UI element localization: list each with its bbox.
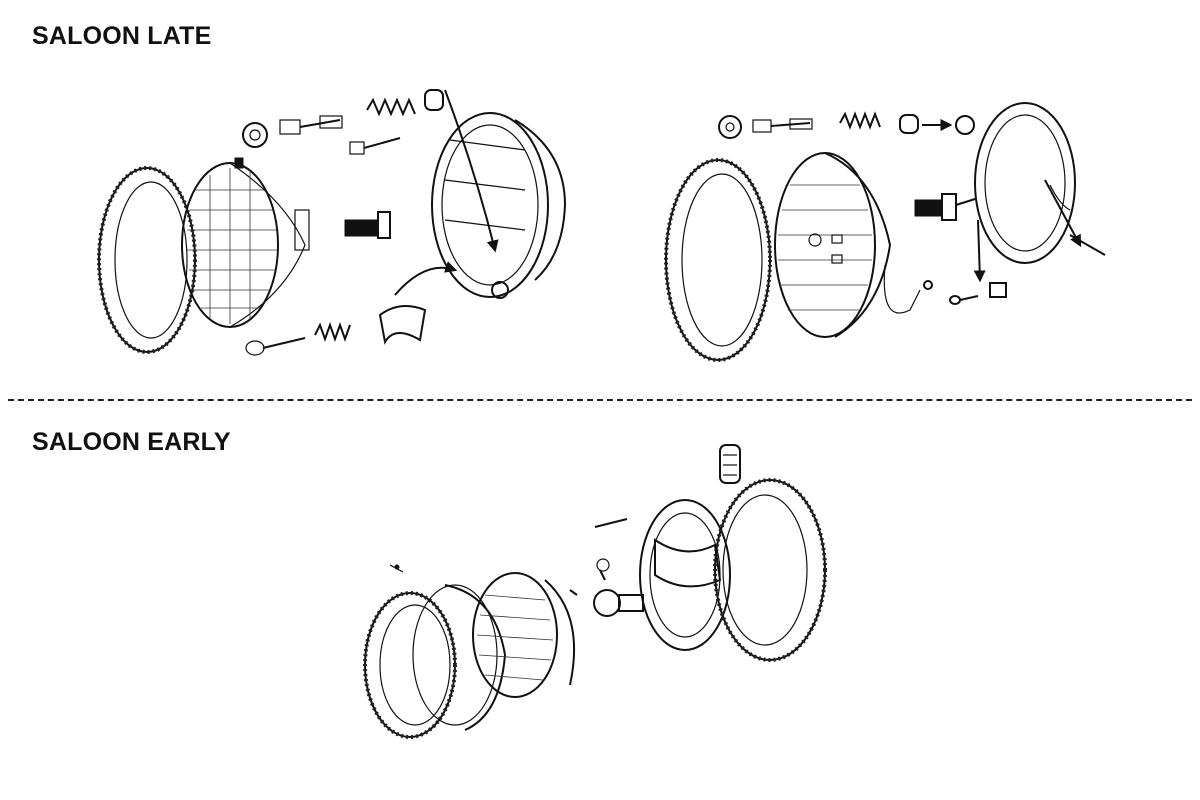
- lens-reflector-icon: [472, 572, 578, 698]
- lens-unit-icon: [774, 152, 933, 338]
- outer-bezel-icon: [363, 564, 507, 739]
- mounting-ring-icon: [955, 102, 1106, 283]
- adjuster-spring-top-icon: [718, 111, 953, 139]
- connector-plug-icon: [914, 193, 976, 221]
- mounting-shell-icon: [639, 444, 827, 662]
- adjuster-spring-top-icon: [242, 89, 444, 148]
- adjusting-screw-icon: [349, 137, 401, 155]
- exploded-headlamp-early-icon: [363, 444, 827, 739]
- bezel-rim-icon: [664, 158, 772, 362]
- exploded-headlamp-late-right-icon: [664, 102, 1106, 362]
- mounting-shell-icon: [431, 89, 567, 299]
- lens-unit-icon: [181, 157, 310, 328]
- connector-plug-icon: [344, 211, 391, 239]
- section-title-saloon-early: SALOON EARLY: [32, 428, 231, 456]
- bulb-icon: [593, 558, 644, 617]
- exploded-headlamp-late-left-icon: [97, 89, 567, 356]
- section-title-saloon-late: SALOON LATE: [32, 22, 212, 50]
- section-divider: [8, 399, 1192, 401]
- adjuster-spring-bottom-icon: [245, 261, 458, 356]
- screw-icon: [594, 518, 628, 528]
- bezel-rim-icon: [97, 166, 197, 354]
- small-hardware-icon: [949, 282, 1007, 305]
